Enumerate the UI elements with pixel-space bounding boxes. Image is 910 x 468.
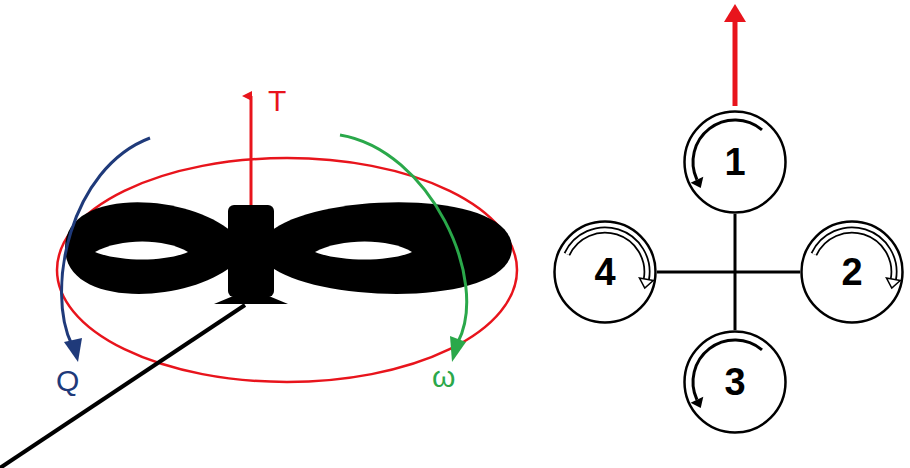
rotation-arrowhead (691, 397, 704, 408)
propeller-blade (65, 202, 232, 294)
rotation-arrowhead (639, 278, 653, 288)
rotor-number: 1 (683, 110, 787, 214)
omega-label: ω (432, 362, 455, 392)
rotation-arrowhead (691, 177, 704, 188)
rotor-circle: 3 (683, 330, 787, 434)
thrust-label: T (268, 86, 286, 116)
rotor-circle: 1 (683, 110, 787, 214)
hub-base (214, 294, 288, 304)
support-rod (0, 305, 245, 468)
rotor-number: 3 (683, 330, 787, 434)
rotation-arrowhead (886, 278, 900, 288)
rotation-arc (340, 135, 467, 342)
rotor-circle: 4 (553, 220, 657, 324)
thrust-arrow (250, 96, 253, 205)
rotor-circle: 2 (800, 220, 904, 324)
rotor-number: 2 (800, 220, 904, 324)
propeller-hub (228, 205, 274, 297)
rotor-disk (57, 158, 517, 382)
heading-arrowhead (724, 4, 746, 22)
frame-arm (657, 271, 800, 274)
propeller-blade (270, 202, 512, 294)
rotor-number: 4 (553, 220, 657, 324)
torque-label: Q (56, 366, 79, 396)
blade-hole (95, 242, 188, 260)
torque-arrowhead (64, 338, 82, 362)
heading-arrow (733, 10, 738, 106)
blade-hole (315, 242, 412, 260)
torque-arc (62, 138, 150, 345)
rotation-arrowhead (450, 336, 466, 362)
